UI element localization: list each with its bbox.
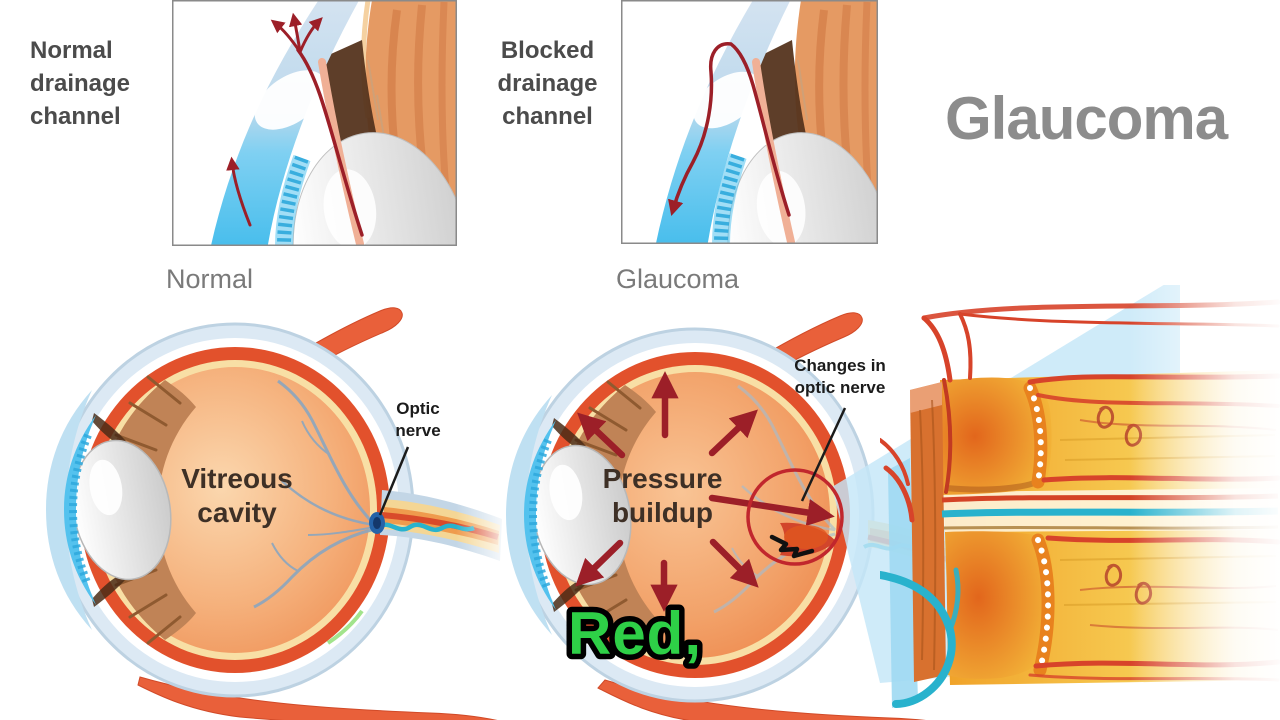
lamina-bead-fringes — [1023, 381, 1055, 677]
top-tissue-block — [942, 377, 1052, 495]
green-rim-sliver — [326, 609, 364, 645]
bottom-tissue-block — [946, 531, 1054, 679]
inferior-muscle — [137, 676, 498, 720]
optic-nerve-pointer-line — [378, 446, 410, 516]
cut-face — [910, 382, 946, 682]
optic-nerve-closeup-illustration — [880, 285, 1280, 710]
retina-vessels — [253, 379, 377, 609]
lens — [72, 439, 172, 581]
label-pressure-buildup: Pressure buildup — [602, 463, 723, 529]
highlight-circle — [746, 468, 844, 566]
teal-vein — [880, 567, 961, 708]
panel-border — [621, 0, 878, 244]
changes-pointer-line — [800, 407, 847, 502]
fluid-flow-arrow-normal — [226, 12, 364, 237]
video-subtitle: Red, — [562, 595, 706, 673]
panel-border — [172, 0, 457, 246]
caption-glaucoma: Glaucoma — [616, 264, 740, 294]
ciliary-fringe-blue — [712, 153, 747, 244]
ciliary-fringe-blue — [275, 154, 311, 246]
subtitle-text: Red, — [568, 600, 702, 667]
caption-normal: Normal — [166, 264, 254, 294]
trabecular-band — [318, 58, 364, 246]
page-title: Glaucoma — [945, 85, 1228, 152]
label-optic-nerve: Optic nerve — [395, 399, 441, 441]
optic-nerve-bundle — [369, 473, 510, 577]
label-blocked-drainage-channel: Blocked drainage channel — [497, 37, 598, 131]
label-changes-in-optic-nerve: Changes in optic nerve — [794, 356, 886, 398]
pressure-arrows — [575, 371, 835, 612]
label-vitreous-cavity: Vitreous cavity — [181, 463, 293, 529]
panel-blocked-drainage-illustration — [621, 0, 878, 244]
cornea — [46, 390, 96, 630]
nerve-crack — [769, 534, 815, 559]
eye-normal-illustration — [46, 307, 510, 720]
label-normal-drainage-channel: Normal drainage channel — [30, 37, 131, 131]
fluid-flow-arrow-blocked — [668, 42, 791, 217]
inferior-muscle — [597, 679, 927, 720]
cornea — [506, 395, 556, 635]
panel-normal-drainage-illustration — [172, 0, 457, 246]
white-fade-overlay — [1130, 285, 1280, 710]
